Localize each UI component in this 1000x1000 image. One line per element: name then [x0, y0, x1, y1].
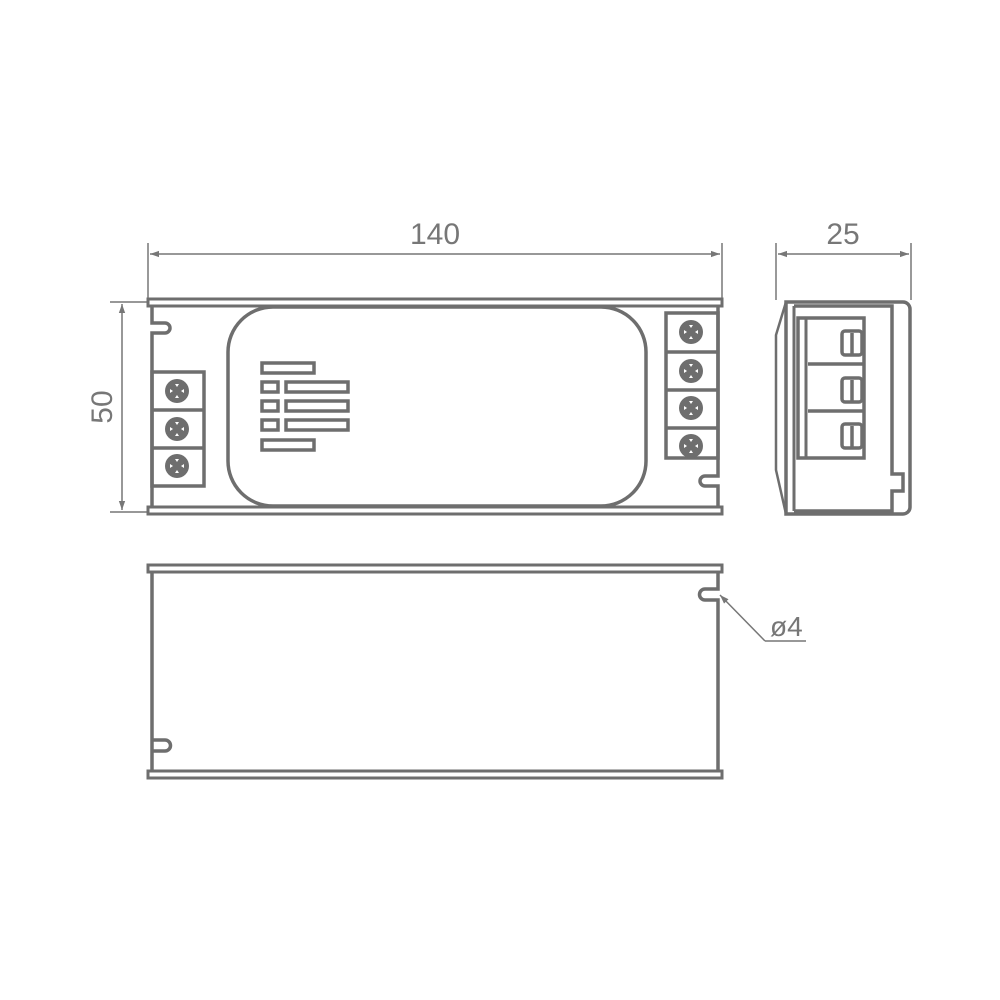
screw-icon: [165, 417, 189, 441]
brand-logo-icon: [260, 361, 350, 452]
depth-label: 25: [826, 218, 859, 251]
hole-diameter-label: ø4: [770, 611, 803, 642]
front-view: [146, 297, 724, 516]
mounting-slot: [152, 738, 173, 753]
length-dimension: 140: [147, 218, 723, 300]
screw-icon: [165, 379, 189, 403]
mounting-hole: [697, 572, 720, 771]
screw-icon: [679, 396, 703, 420]
back-view: [146, 563, 724, 780]
screw-icon: [679, 434, 703, 458]
height-dimension: 50: [86, 301, 148, 513]
side-view: [774, 300, 912, 516]
screw-icon: [679, 359, 703, 383]
right-terminal-block: [664, 311, 720, 460]
left-terminal-block: [150, 370, 206, 488]
screw-icon: [165, 454, 189, 478]
terminal-housing: [796, 316, 866, 460]
depth-dimension: 25: [775, 218, 912, 300]
hole-diameter-callout: ø4: [719, 594, 806, 642]
height-label: 50: [86, 390, 119, 423]
screw-icon: [679, 320, 703, 344]
length-label: 140: [410, 218, 460, 251]
